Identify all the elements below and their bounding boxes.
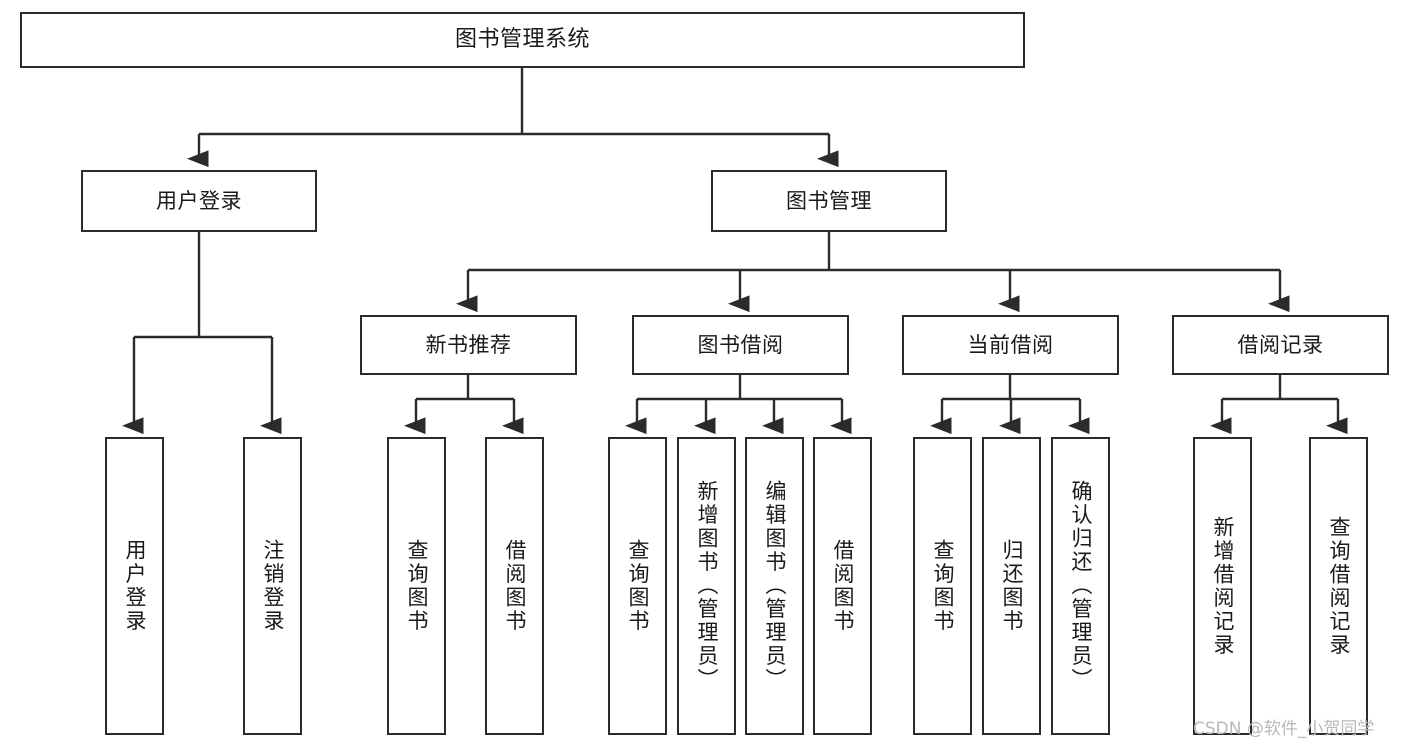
node-root-label: 图书管理系统 <box>454 27 590 53</box>
node-book-management[interactable]: 图书管理 <box>711 170 947 232</box>
node-leaf-logout-login[interactable]: 注销登录 <box>243 437 302 735</box>
node-leaf-borrow-book-1[interactable]: 借阅图书 <box>485 437 544 735</box>
node-user-login-label: 用户登录 <box>156 188 242 213</box>
node-book-borrow-label: 图书借阅 <box>697 332 784 357</box>
node-leaf-user-login[interactable]: 用户登录 <box>105 437 164 735</box>
node-current-borrow[interactable]: 当前借阅 <box>902 315 1119 375</box>
node-leaf-borrow-book-2[interactable]: 借阅图书 <box>813 437 872 735</box>
node-leaf-user-login-label: 用户登录 <box>123 539 147 633</box>
node-leaf-query-book-3[interactable]: 查询图书 <box>913 437 972 735</box>
node-leaf-query-book-2-label: 查询图书 <box>626 539 650 633</box>
node-root[interactable]: 图书管理系统 <box>20 12 1025 68</box>
node-leaf-edit-book-label: 编辑图书（管理员） <box>763 480 787 692</box>
node-leaf-query-book-1-label: 查询图书 <box>405 539 429 633</box>
node-current-borrow-label: 当前借阅 <box>967 332 1054 357</box>
node-leaf-confirm-return[interactable]: 确认归还（管理员） <box>1051 437 1110 735</box>
node-leaf-return-book-label: 归还图书 <box>1000 539 1024 633</box>
node-borrow-record[interactable]: 借阅记录 <box>1172 315 1389 375</box>
node-leaf-logout-login-label: 注销登录 <box>261 539 285 633</box>
node-leaf-add-record-label: 新增借阅记录 <box>1211 515 1235 657</box>
node-user-login[interactable]: 用户登录 <box>81 170 317 232</box>
node-new-book-recommend[interactable]: 新书推荐 <box>360 315 577 375</box>
node-leaf-query-record-label: 查询借阅记录 <box>1327 515 1351 657</box>
node-book-management-label: 图书管理 <box>786 188 872 213</box>
node-leaf-query-book-1[interactable]: 查询图书 <box>387 437 446 735</box>
node-borrow-record-label: 借阅记录 <box>1237 332 1324 357</box>
node-leaf-return-book[interactable]: 归还图书 <box>982 437 1041 735</box>
node-leaf-query-book-2[interactable]: 查询图书 <box>608 437 667 735</box>
node-book-borrow[interactable]: 图书借阅 <box>632 315 849 375</box>
node-leaf-borrow-book-1-label: 借阅图书 <box>503 539 527 633</box>
node-new-book-recommend-label: 新书推荐 <box>425 332 512 357</box>
node-leaf-edit-book[interactable]: 编辑图书（管理员） <box>745 437 804 735</box>
node-leaf-add-book-label: 新增图书（管理员） <box>695 480 719 692</box>
node-leaf-borrow-book-2-label: 借阅图书 <box>831 539 855 633</box>
node-leaf-add-record[interactable]: 新增借阅记录 <box>1193 437 1252 735</box>
watermark-csdn: CSDN @软件_小贺同学 <box>1193 719 1375 739</box>
node-leaf-confirm-return-label: 确认归还（管理员） <box>1069 480 1093 692</box>
node-leaf-add-book[interactable]: 新增图书（管理员） <box>677 437 736 735</box>
node-leaf-query-book-3-label: 查询图书 <box>931 539 955 633</box>
node-leaf-query-record[interactable]: 查询借阅记录 <box>1309 437 1368 735</box>
